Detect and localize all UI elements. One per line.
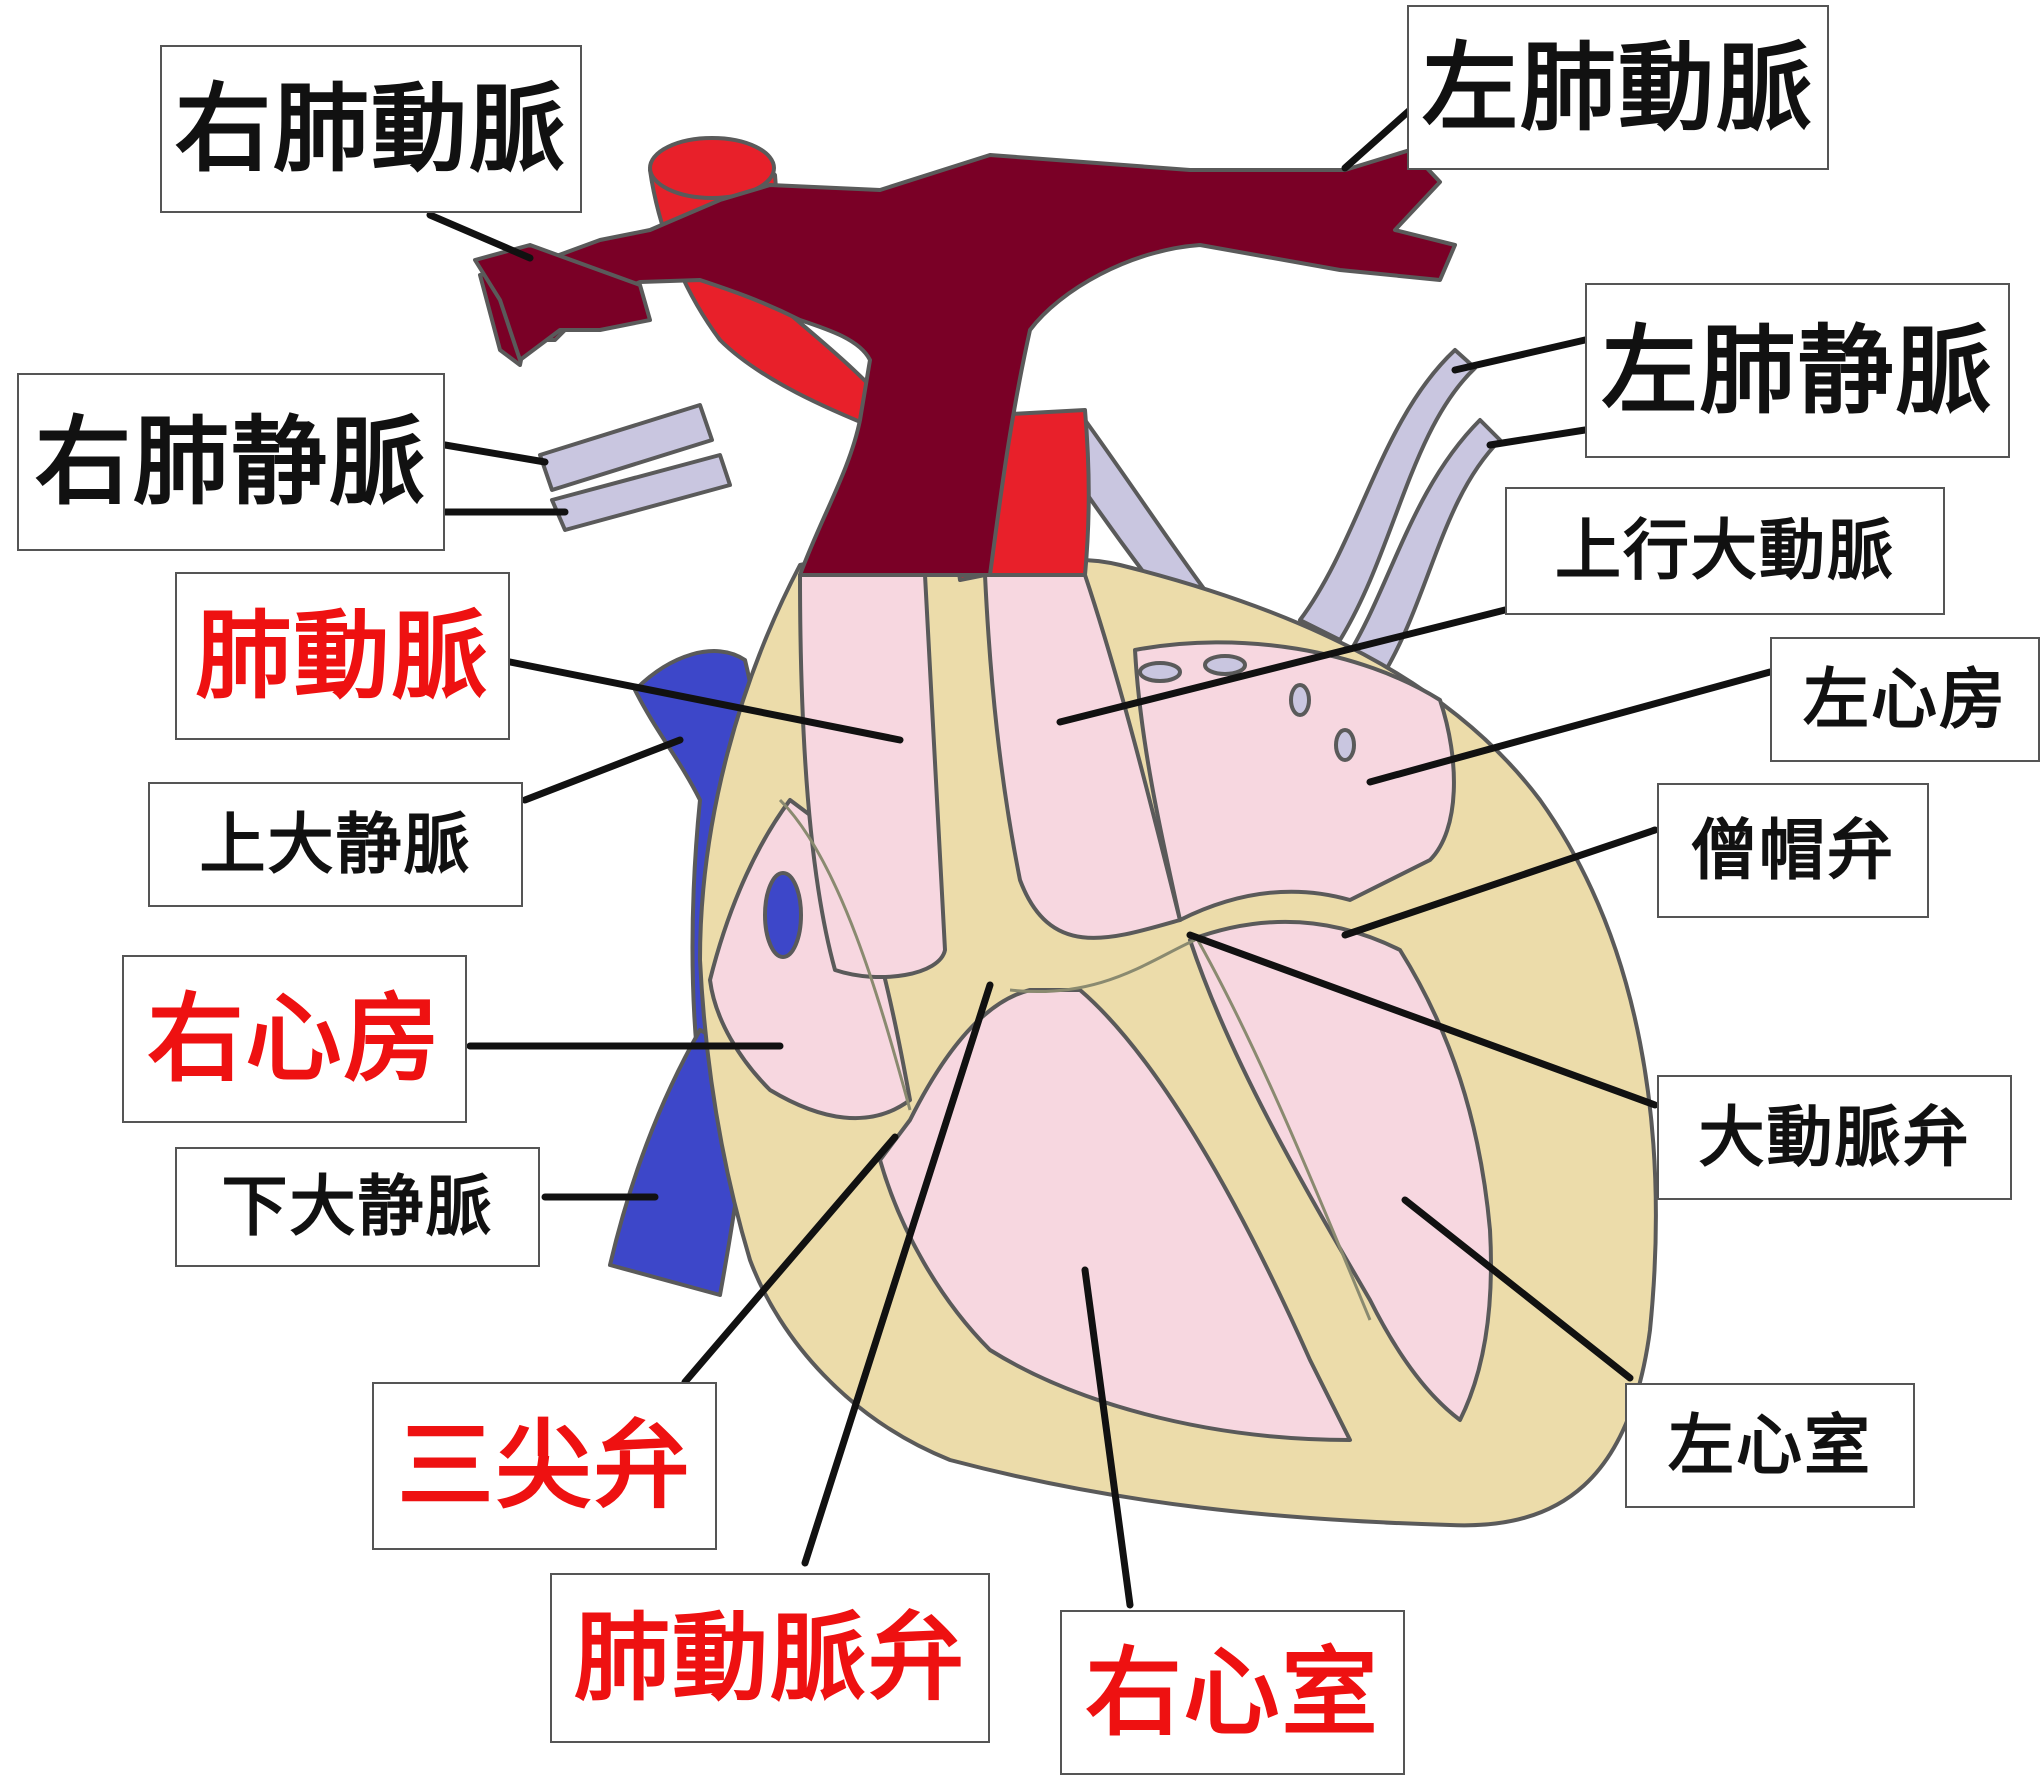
label-right-atrium: 右心房 bbox=[122, 955, 467, 1123]
label-inferior-vena-cava: 下大静脈 bbox=[175, 1147, 540, 1267]
pulmonary-trunk-chamber bbox=[800, 575, 945, 977]
leader-left-pulmonary-vein-2 bbox=[1490, 430, 1585, 445]
label-pulmonary-artery: 肺動脈 bbox=[175, 572, 510, 740]
leader-superior-vena-cava bbox=[525, 740, 680, 800]
coronary-sinus-opening bbox=[765, 873, 801, 957]
right-pulmonary-veins bbox=[540, 405, 730, 530]
label-mitral-valve: 僧帽弁 bbox=[1657, 783, 1929, 918]
label-right-pulmonary-artery: 右肺動脈 bbox=[160, 45, 582, 213]
leader-right-pulmonary-vein-1 bbox=[445, 445, 545, 462]
label-pulmonary-valve: 肺動脈弁 bbox=[550, 1573, 990, 1743]
label-right-pulmonary-vein: 右肺静脈 bbox=[17, 373, 445, 551]
label-aortic-valve: 大動脈弁 bbox=[1657, 1075, 2012, 1200]
leader-right-pulmonary-artery bbox=[430, 215, 530, 258]
label-left-pulmonary-vein: 左肺静脈 bbox=[1585, 283, 2010, 458]
label-left-atrium: 左心房 bbox=[1770, 637, 2040, 762]
label-left-pulmonary-artery: 左肺動脈 bbox=[1407, 5, 1829, 170]
label-right-ventricle: 右心室 bbox=[1060, 1610, 1405, 1775]
label-tricuspid-valve: 三尖弁 bbox=[372, 1382, 717, 1550]
leader-left-pulmonary-vein-1 bbox=[1455, 340, 1585, 370]
label-left-ventricle: 左心室 bbox=[1625, 1383, 1915, 1508]
label-superior-vena-cava: 上大静脈 bbox=[148, 782, 523, 907]
label-ascending-aorta: 上行大動脈 bbox=[1505, 487, 1945, 615]
